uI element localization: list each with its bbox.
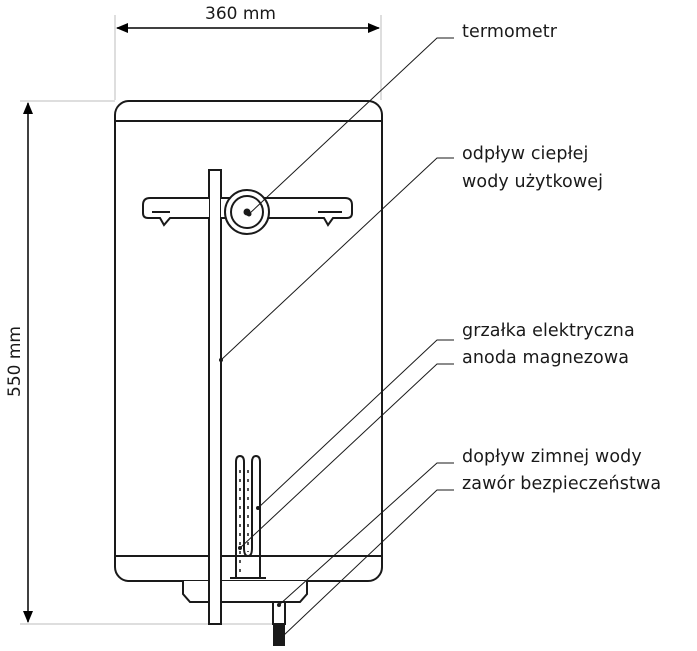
label-thermometer: termometr <box>462 22 558 42</box>
label-cold-water-inlet: dopływ zimnej wody <box>462 447 642 467</box>
height-dimension-label: 550 mm <box>5 326 25 397</box>
label-safety-valve: zawór bezpieczeństwa <box>462 474 662 494</box>
label-hot-water-outlet-line1: odpływ ciepłej <box>462 144 589 164</box>
dimension-guide-lines <box>20 15 382 625</box>
thermometer-dial <box>224 189 270 235</box>
safety-valve <box>273 624 285 646</box>
hot-water-outlet-pipe <box>208 169 222 625</box>
label-hot-water-outlet-line2: wody użytkowej <box>462 172 604 192</box>
heating-element <box>230 454 266 579</box>
label-heating-element: grzałka elektryczna <box>462 321 635 341</box>
label-magnesium-anode: anoda magnezowa <box>462 348 630 368</box>
bottom-flange <box>182 581 308 603</box>
leader-lines <box>220 37 454 637</box>
leader-dots <box>219 211 285 638</box>
width-dimension-label: 360 mm <box>205 4 276 24</box>
